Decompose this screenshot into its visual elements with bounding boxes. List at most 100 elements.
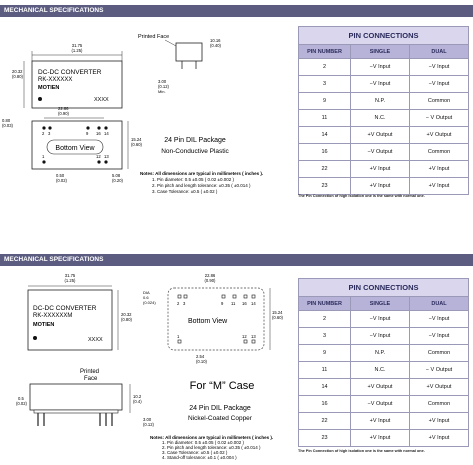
pin1-dot-m: [33, 336, 37, 340]
table-row: 3−V Input−V Input: [298, 327, 469, 345]
table-row: 23+V Input+V Input: [298, 429, 469, 447]
dim-body-height-in: (0.60): [131, 142, 143, 147]
m-case-caption: For “M” Case: [190, 380, 255, 392]
dim-side-height: 10.16: [210, 38, 221, 43]
table-row: 14+V Output+V Output: [298, 378, 469, 396]
pin-label-14-m: 14: [251, 301, 256, 306]
pin-label-2-m: 2: [177, 301, 180, 306]
dim-b1: 0.50: [56, 173, 65, 178]
module-top-view-m: 31.75 (1.25) DC-DC CONVERTER RK-XXXXXXM …: [27, 273, 133, 351]
dim-b2-in: (0.20): [112, 178, 124, 183]
note-4-m: 4. Stand-off tolerance: ±0.1 ( ±0.004 ): [162, 455, 237, 460]
table-title: PIN CONNECTIONS: [298, 26, 469, 45]
section-header-bottom: MECHANICAL SPECIFICATIONS: [0, 254, 473, 266]
table-note-top: The Pin Connection of high isolation one…: [298, 194, 425, 198]
pin-connections-table-top: PIN CONNECTIONS PIN NUMBER SINGLE DUAL 2…: [298, 26, 469, 195]
dim-left-m: 0.5: [18, 396, 24, 401]
table-row: 2−V Input−V Input: [298, 310, 469, 328]
module-brand-m: MOTIEN: [33, 322, 54, 328]
dim-height-in-m: (0.80): [121, 317, 133, 322]
note-2: 2. Pin pitch and length tolerance: ±0.35…: [152, 183, 251, 188]
table-row: 3−V Input−V Input: [298, 75, 469, 93]
dim-b2: 5.08: [112, 173, 121, 178]
dim-offset-in: (0.03): [2, 123, 14, 128]
pin-label-2: 2: [42, 131, 45, 136]
dim-side-height-in-m: (0.4): [133, 399, 142, 404]
printed-face-1-m: Printed: [80, 369, 99, 375]
pin-label-16: 16: [96, 131, 101, 136]
pin-label-16-m: 16: [242, 301, 247, 306]
printed-face-2-m: Face: [84, 376, 98, 382]
module-line1-m: DC-DC CONVERTER: [33, 305, 97, 312]
dim-height-in: (0.80): [12, 74, 24, 79]
dim-small-m: 2.54: [196, 354, 205, 359]
dim-width-m: 31.75: [65, 273, 76, 278]
module-side-view: Printed Face 10.16 (0.40) 3.00 (0.12) Mi…: [138, 34, 222, 94]
section-header-top: MECHANICAL SPECIFICATIONS: [0, 5, 473, 17]
module-top-view: 31.75 (1.25) DC-DC CONVERTER RK-XXXXXX M…: [12, 43, 123, 109]
col-pin-number: PIN NUMBER: [298, 296, 351, 311]
table-row: 2−V Input−V Input: [298, 58, 469, 76]
dim-dia-in-m: (0.024): [143, 300, 156, 305]
pin-label-1-m: 1: [177, 334, 180, 339]
pin-label-3: 3: [48, 131, 51, 136]
printed-face-label: Printed Face: [138, 34, 169, 40]
dim-pin-length-in-m: (0.12): [143, 422, 155, 427]
dim-width-in-m: (1.25): [65, 278, 77, 283]
dim-pin-length-in: (0.12): [158, 84, 170, 89]
dim-width: 31.75: [72, 43, 83, 48]
module-bottom-view: 22.86 (0.90) 0.80 (0.03) 2 3 9 16 14 1 1…: [2, 106, 143, 183]
table-title: PIN CONNECTIONS: [298, 278, 469, 297]
pin-label-9: 9: [86, 131, 89, 136]
dim-pin-length-m: 3.00: [143, 417, 152, 422]
package-caption-2-m: Nickel-Coated Copper: [188, 415, 253, 422]
note-2-m: 2. Pin pitch and length tolerance: ±0.35…: [162, 445, 261, 450]
pin-label-1: 1: [42, 154, 45, 159]
pin-label-12: 12: [96, 154, 101, 159]
dim-width-in: (1.25): [72, 48, 84, 53]
note-3: 3. Case Tolerance: ±0.5 ( ±0.02 ): [152, 189, 218, 194]
col-single: SINGLE: [350, 44, 410, 59]
module-line2: RK-XXXXXX: [38, 77, 72, 83]
table-row: 22+V Input+V Input: [298, 160, 469, 178]
note-3-m: 3. Case Tolerance: ±0.5 ( ±0.02 ): [162, 450, 228, 455]
dim-pin-length: 3.00: [158, 79, 167, 84]
note-0: Notes: All dimensions are typical in mil…: [140, 171, 263, 176]
dim-body-height: 15.24: [131, 137, 142, 142]
module-code: XXXX: [94, 97, 109, 103]
module-code-m: XXXX: [88, 337, 103, 343]
note-1-m: 1. Pin diameter: 0.5 ±0.05 ( 0.02 ±0.002…: [162, 440, 244, 445]
pin-label-11-m: 11: [231, 301, 236, 306]
dim-small-in-m: (0.10): [196, 359, 208, 364]
dim-pitch: 22.86: [58, 106, 69, 111]
module-line2-m: RK-XXXXXXM: [33, 313, 72, 319]
module-line1: DC-DC CONVERTER: [38, 69, 102, 76]
dim-side-height-in: (0.40): [210, 43, 222, 48]
package-caption-1-m: 24 Pin DIL Package: [189, 405, 251, 412]
dim-left-in-m: (0.02): [16, 401, 28, 406]
dim-pitch-m: 22.86: [205, 273, 216, 278]
pin1-dot: [38, 97, 42, 101]
dim-offset: 0.80: [2, 118, 11, 123]
col-pin-number: PIN NUMBER: [298, 44, 351, 59]
pin-label-14: 14: [104, 131, 109, 136]
dim-body-height-in-m: (0.60): [272, 315, 284, 320]
table-row: 23+V Input+V Input: [298, 177, 469, 195]
module-side-view-m: Printed Face 0.5 (0.02) 10.2 (0.4) 3.00 …: [16, 369, 155, 427]
pin-label-3-m: 3: [183, 301, 186, 306]
col-dual: DUAL: [409, 296, 469, 311]
pin-connections-table-bottom: PIN CONNECTIONS PIN NUMBER SINGLE DUAL 2…: [298, 278, 469, 447]
pin-label-12-m: 12: [242, 334, 247, 339]
dim-dia-val-m: 0.6: [143, 295, 149, 300]
table-row: 14+V Output+V Output: [298, 126, 469, 144]
bottom-view-label-m: Bottom View: [188, 318, 228, 325]
dim-pitch-in-m: (0.90): [205, 278, 217, 283]
note-0-m: Notes: All dimensions are typical in mil…: [150, 435, 273, 440]
pin-label-9-m: 9: [221, 301, 224, 306]
pin-label-13-m: 13: [251, 334, 256, 339]
